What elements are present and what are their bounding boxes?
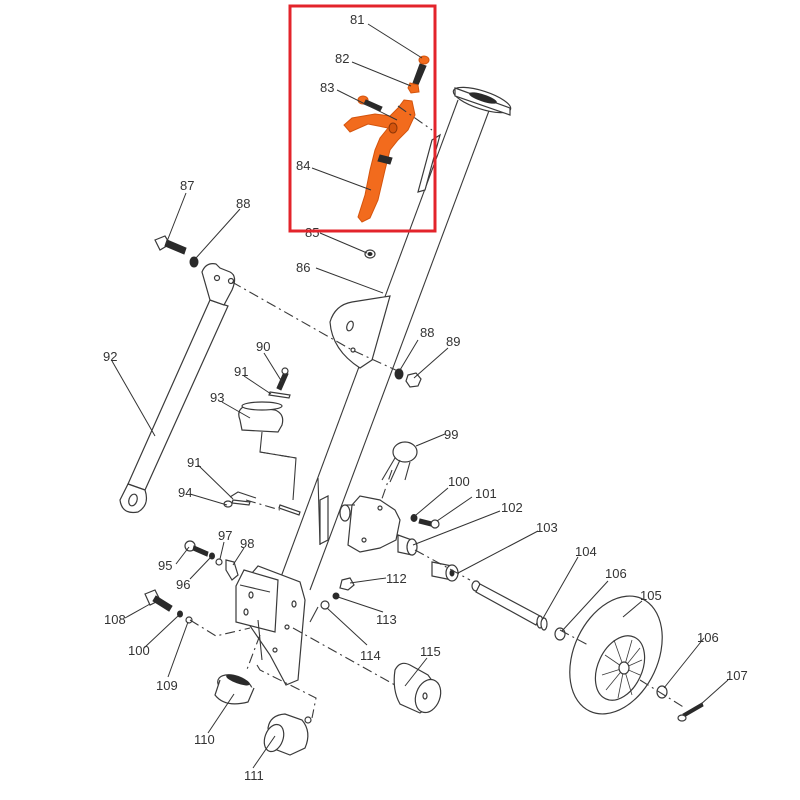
washer-part-88-right bbox=[394, 368, 404, 380]
label-106-left: 106 bbox=[605, 566, 627, 581]
label-105: 105 bbox=[640, 588, 662, 603]
label-100-left: 100 bbox=[128, 643, 150, 658]
label-90: 90 bbox=[256, 339, 270, 354]
label-99: 99 bbox=[444, 427, 458, 442]
label-100-right: 100 bbox=[448, 474, 470, 489]
clip-part-98 bbox=[225, 559, 239, 581]
label-84: 84 bbox=[296, 158, 310, 173]
label-87: 87 bbox=[180, 178, 194, 193]
bolt-part-101 bbox=[418, 518, 433, 527]
label-106-right: 106 bbox=[697, 630, 719, 645]
washer-part-100 bbox=[410, 514, 418, 522]
label-94: 94 bbox=[178, 485, 192, 500]
washer-part-114 bbox=[320, 600, 330, 610]
nut-part-112 bbox=[339, 577, 355, 591]
label-97: 97 bbox=[218, 528, 232, 543]
bolt-part-95 bbox=[184, 540, 209, 557]
label-107: 107 bbox=[726, 668, 748, 683]
label-93: 93 bbox=[210, 390, 224, 405]
label-88-right: 88 bbox=[420, 325, 434, 340]
label-86: 86 bbox=[296, 260, 310, 275]
label-108: 108 bbox=[104, 612, 126, 627]
label-92: 92 bbox=[103, 349, 117, 364]
label-88-left: 88 bbox=[236, 196, 250, 211]
wheel-part-105 bbox=[569, 595, 663, 715]
label-103: 103 bbox=[536, 520, 558, 535]
label-104: 104 bbox=[575, 544, 597, 559]
leader-lines bbox=[111, 23, 729, 769]
label-109: 109 bbox=[156, 678, 178, 693]
label-115: 115 bbox=[420, 644, 441, 659]
nut-part-89 bbox=[405, 372, 422, 388]
main-tube-part-86 bbox=[277, 86, 512, 591]
label-113: 113 bbox=[376, 612, 397, 627]
spacer-part-102 bbox=[397, 534, 418, 556]
label-96: 96 bbox=[176, 577, 190, 592]
label-98: 98 bbox=[240, 536, 254, 551]
label-114: 114 bbox=[360, 648, 381, 663]
washer-part-113 bbox=[332, 592, 340, 600]
label-110: 110 bbox=[194, 732, 215, 747]
axle-part-104 bbox=[471, 580, 548, 631]
label-83: 83 bbox=[320, 80, 334, 95]
axle-bracket bbox=[319, 495, 401, 553]
label-82: 82 bbox=[335, 51, 349, 66]
label-95: 95 bbox=[158, 558, 172, 573]
clamp-part-93 bbox=[238, 367, 291, 433]
lever-assembly-highlighted bbox=[343, 55, 433, 223]
washer-part-100-left bbox=[177, 610, 183, 618]
clip-part-94 bbox=[223, 491, 301, 516]
handle-bar-part-92 bbox=[119, 263, 236, 514]
label-89: 89 bbox=[446, 334, 460, 349]
label-91-upper: 91 bbox=[234, 364, 248, 379]
bolt-part-108 bbox=[144, 589, 173, 612]
roller-part-110 bbox=[214, 674, 255, 705]
washer-part-109 bbox=[185, 616, 193, 624]
bumper-part-115 bbox=[393, 662, 442, 714]
label-112: 112 bbox=[386, 571, 407, 586]
bumper-part-111 bbox=[263, 713, 312, 756]
part-labels: 81 82 83 84 85 86 87 88 88 89 90 91 91 9… bbox=[103, 12, 748, 783]
tube-bracket bbox=[329, 295, 391, 369]
bolt-part-87 bbox=[154, 235, 187, 255]
r-clip-part-99 bbox=[377, 441, 418, 511]
label-81: 81 bbox=[350, 12, 364, 27]
washer-part-88 bbox=[189, 256, 199, 268]
label-91-lower: 91 bbox=[187, 455, 201, 470]
label-101: 101 bbox=[475, 486, 497, 501]
highlight-box bbox=[288, 4, 437, 233]
lower-frame-bracket bbox=[235, 565, 306, 686]
pin-part-107 bbox=[677, 702, 704, 722]
label-102: 102 bbox=[501, 500, 523, 515]
washer-part-97 bbox=[215, 558, 223, 566]
label-111: 111 bbox=[244, 768, 264, 783]
